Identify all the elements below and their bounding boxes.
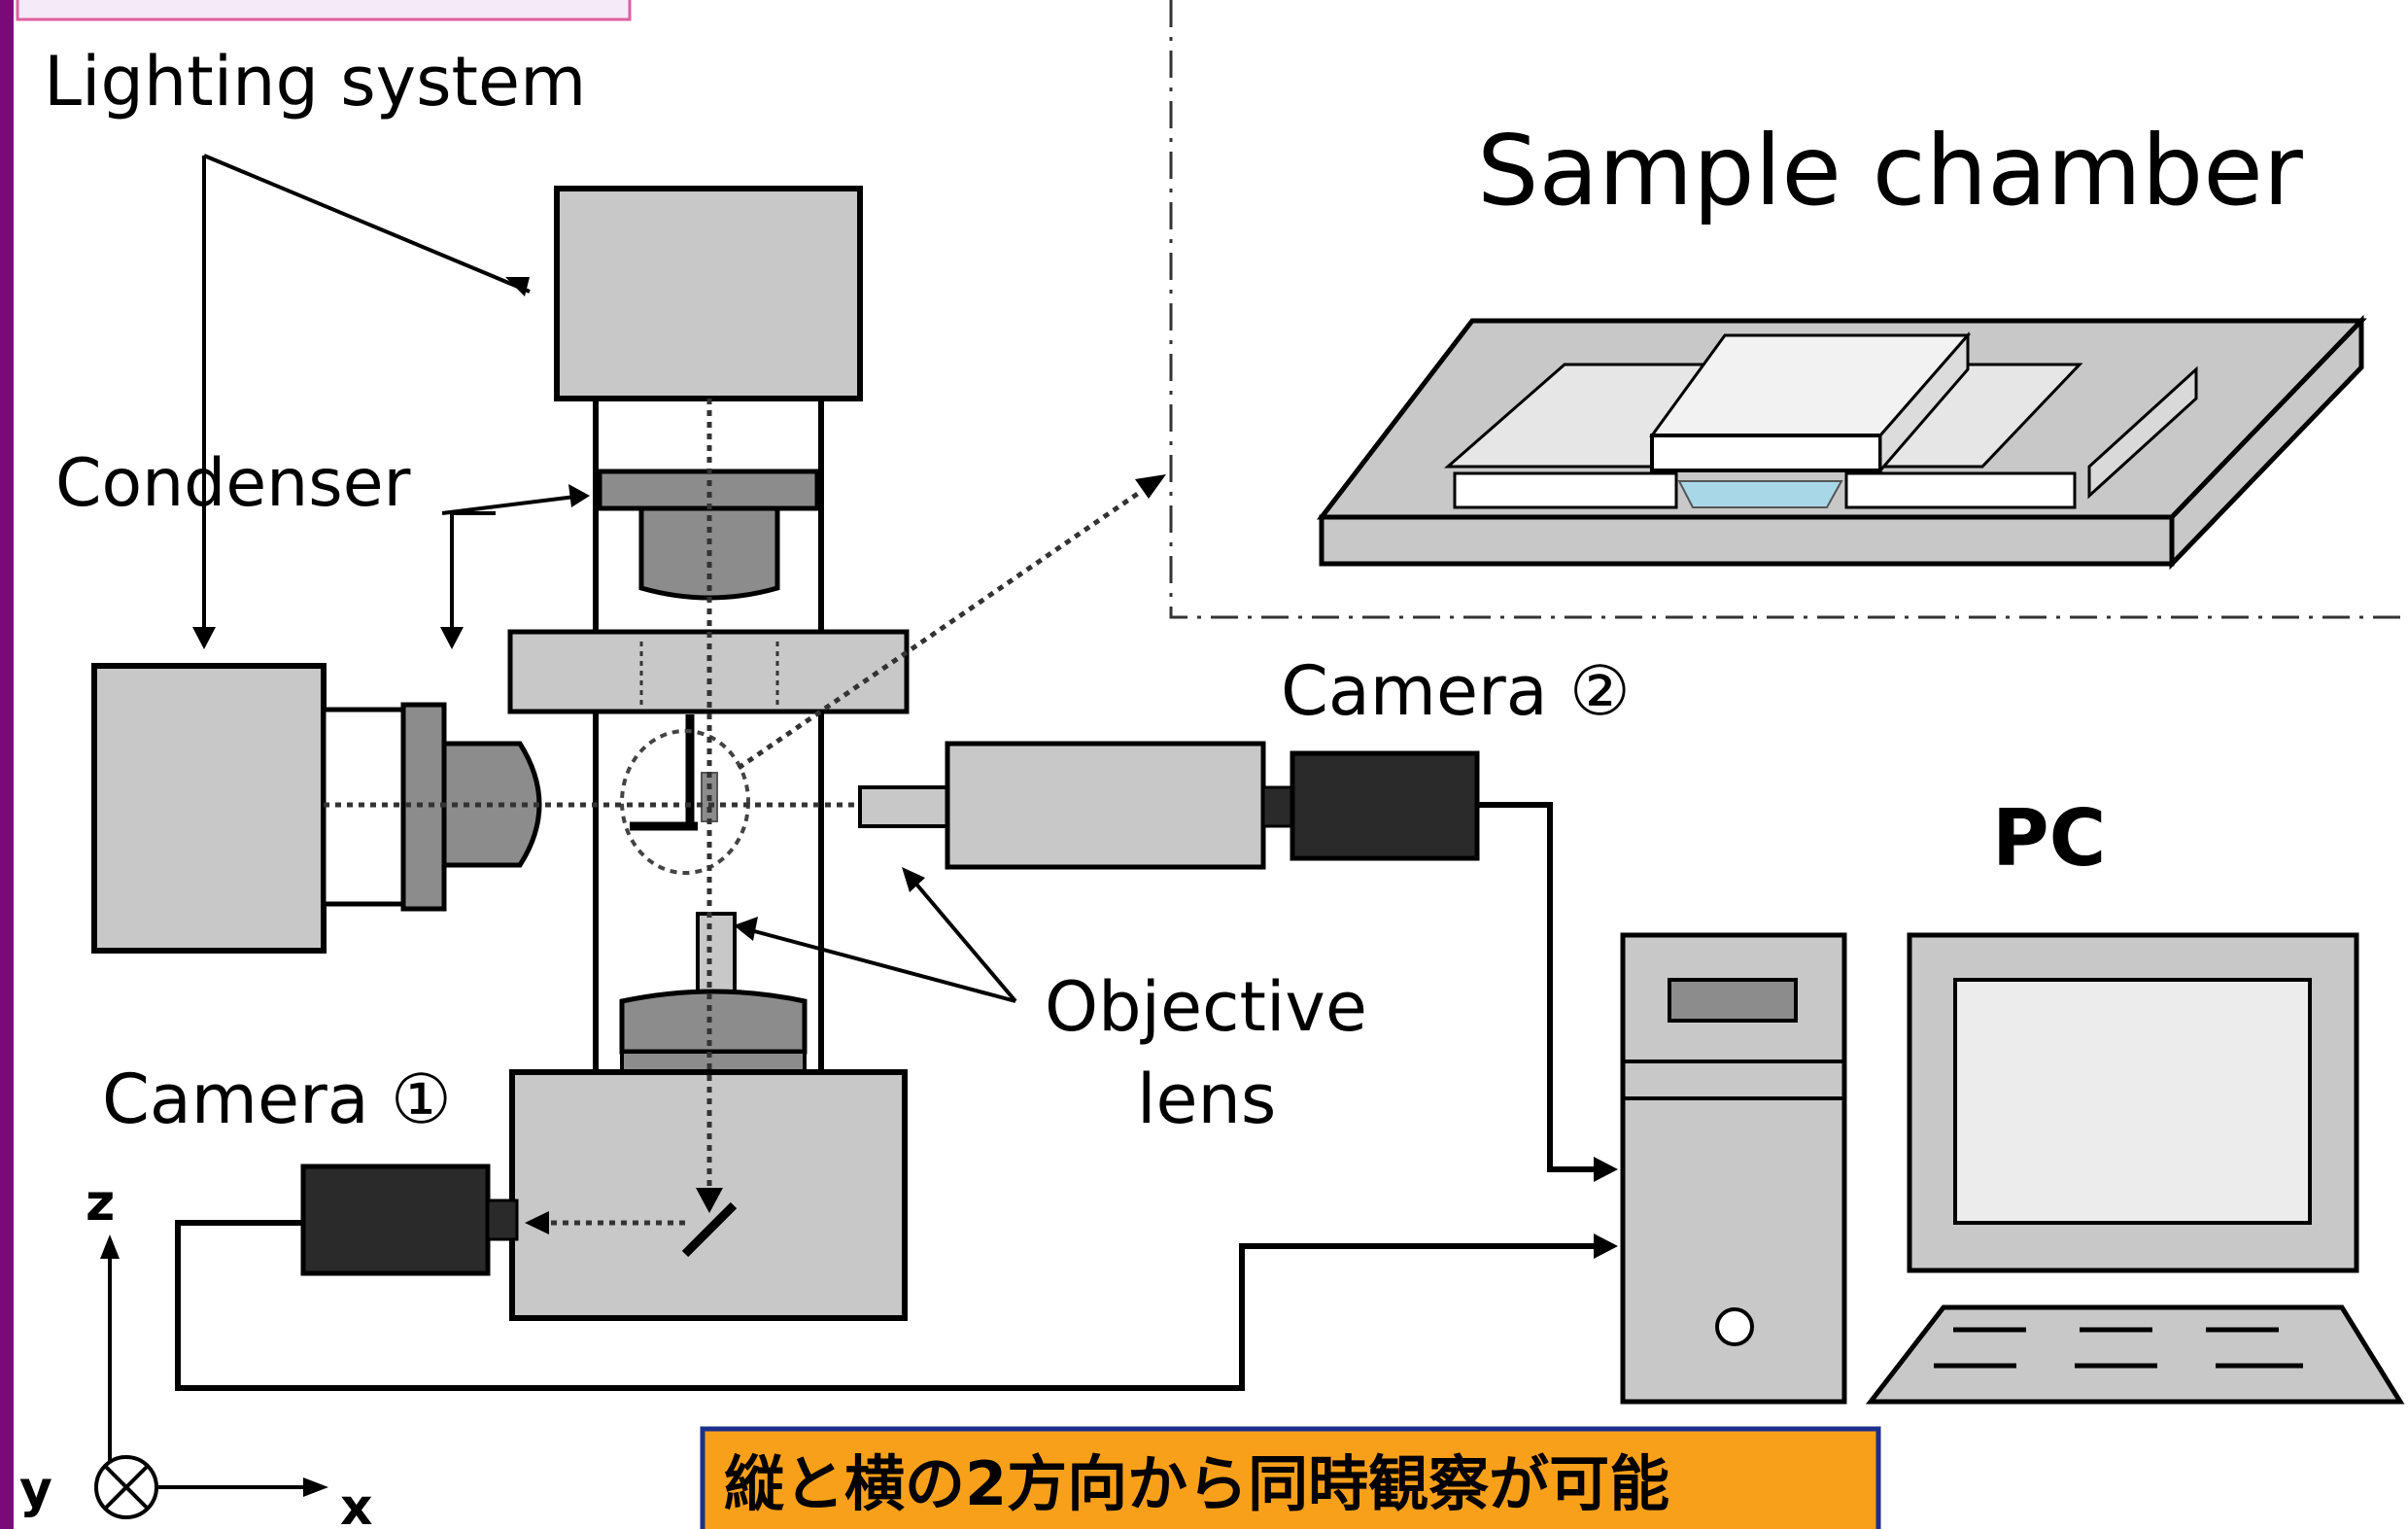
- cable-camera1-pc: [175, 1220, 1601, 1391]
- objective-lens-label-line2: lens: [1137, 1060, 1276, 1139]
- pc-computer: [1620, 932, 2405, 1405]
- lighting-system-label: Lighting system: [44, 42, 586, 122]
- sample-chamber-drawing: [1316, 314, 2367, 571]
- camera-2-label: Camera ②: [1281, 651, 1631, 731]
- title-box: [16, 0, 632, 21]
- caption-box: [700, 1426, 1881, 1529]
- side-lighting-assembly: [91, 474, 1300, 954]
- objective-lens-label-line1: Objective: [1045, 967, 1367, 1047]
- pc-label: PC: [1992, 793, 2106, 884]
- axis-y-label: y: [19, 1461, 52, 1519]
- coordinate-axes: [94, 1234, 328, 1519]
- left-accent-bar: [0, 0, 14, 1529]
- sample-chamber-boundary: [1169, 0, 2408, 619]
- sample-chamber-label: Sample chamber: [1477, 114, 2304, 227]
- camera-1: [300, 1164, 519, 1276]
- microscope: [507, 186, 910, 1321]
- caption-text: 縦と横の2方向から同時観察が可能: [724, 1448, 1669, 1519]
- annotation-arrows: [192, 154, 1017, 1003]
- camera-1-label: Camera ①: [102, 1060, 452, 1139]
- camera-2-assembly: [858, 741, 1480, 870]
- cable-camera2-pc: [1477, 802, 1601, 1172]
- axis-x-label: x: [340, 1478, 373, 1529]
- condenser-label: Condenser: [55, 445, 411, 522]
- axis-z-label: z: [86, 1174, 115, 1233]
